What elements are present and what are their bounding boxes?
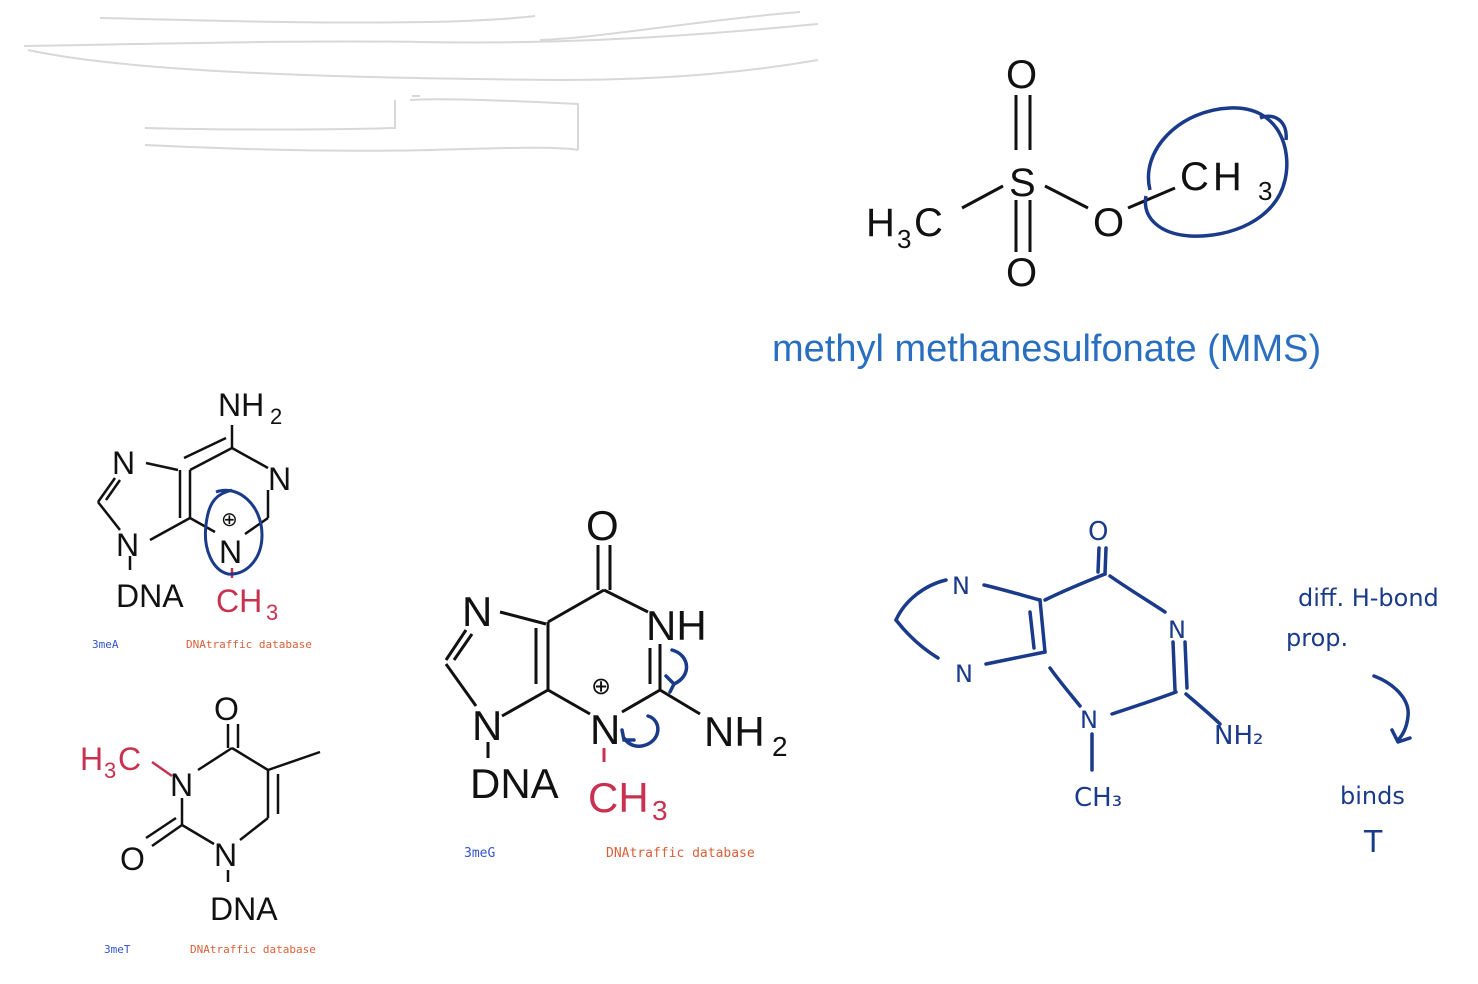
hw-n-bottom: N <box>955 660 973 688</box>
hw-note-line2: prop. <box>1286 624 1348 652</box>
thymine-structure: O N O N DNA H 3 C <box>80 691 321 927</box>
mms-o-bottom: O <box>1006 251 1037 295</box>
adenine-structure: NH 2 N N N N ⊕ DNA CH 3 <box>96 387 291 625</box>
guanine-source: DNAtraffic database <box>606 846 755 861</box>
hw-ch3: CH₃ <box>1074 783 1122 813</box>
thymine-h3c-c: C <box>118 741 141 777</box>
adenine-nh2-sub: 2 <box>270 404 282 429</box>
mms-h3c-h: H <box>866 201 895 245</box>
erased-strokes <box>23 11 819 152</box>
mms-structure: O S O O H 3 C CH 3 <box>866 53 1289 295</box>
mms-h3c-c: C <box>914 201 943 245</box>
hw-note-line1: diff. H-bond <box>1298 584 1439 612</box>
guanine-plus: ⊕ <box>591 673 611 700</box>
guanine-ch3-sub: 3 <box>652 795 668 826</box>
adenine-label: 3meA <box>92 638 119 651</box>
ch3-circle-annotation <box>1143 106 1289 238</box>
hw-nh2: NH₂ <box>1214 721 1263 751</box>
hw-note-line3: binds <box>1340 782 1405 810</box>
hw-n-right: N <box>1168 616 1186 644</box>
guanine-arrow-1 <box>664 648 689 694</box>
hw-o: O <box>1088 517 1108 547</box>
handwritten-labels: O N N N N NH₂ CH₃ diff. H-bond prop. bin… <box>952 517 1439 860</box>
adenine-plus: ⊕ <box>221 509 238 531</box>
thymine-o4: O <box>214 691 239 727</box>
hw-note-line4: T <box>1363 825 1383 860</box>
guanine-ch3: CH <box>588 774 649 821</box>
guanine-label: 3meG <box>464 846 496 861</box>
guanine-o6: O <box>586 502 619 549</box>
guanine-nh2-sub: 2 <box>772 731 788 762</box>
thymine-n1: N <box>214 837 237 873</box>
mms-s: S <box>1009 161 1036 205</box>
guanine-nh1: NH <box>646 602 707 649</box>
guanine-dna: DNA <box>470 760 559 807</box>
guanine-n3: N <box>590 706 620 753</box>
adenine-n7: N <box>112 445 135 481</box>
adenine-n3-circle-annotation <box>203 488 264 576</box>
adenine-n3: N <box>219 534 242 570</box>
mms-ch3: CH <box>1180 155 1246 199</box>
mms-o-top: O <box>1006 53 1037 97</box>
thymine-h3c-h: H <box>80 741 103 777</box>
adenine-source: DNAtraffic database <box>186 638 312 651</box>
adenine-dna: DNA <box>116 578 184 614</box>
guanine-nh2: NH <box>704 708 765 755</box>
thymine-label: 3meT <box>104 943 131 956</box>
mms-caption: methyl methanesulfonate (MMS) <box>772 328 1322 370</box>
mms-ch3-sub: 3 <box>1258 176 1272 206</box>
guanine-n9: N <box>472 702 502 749</box>
adenine-n1: N <box>268 461 291 497</box>
hw-n-center: N <box>1080 706 1098 734</box>
thymine-h3c-sub: 3 <box>104 758 116 783</box>
thymine-source: DNAtraffic database <box>190 943 316 956</box>
guanine-n7: N <box>462 588 492 635</box>
handwritten-structure <box>894 546 1412 772</box>
thymine-o2: O <box>120 841 145 877</box>
thymine-n3: N <box>170 767 193 803</box>
adenine-ch3-sub: 3 <box>266 600 278 625</box>
adenine-nh2: NH <box>218 387 264 423</box>
thymine-dna: DNA <box>210 891 278 927</box>
mms-o-ester: O <box>1093 201 1124 245</box>
guanine-structure: O N NH N N ⊕ NH 2 DNA CH 3 <box>444 502 788 826</box>
guanine-arrow-2 <box>620 714 660 748</box>
adenine-n9: N <box>116 527 139 563</box>
hw-n-top: N <box>952 572 970 600</box>
mms-h3c-sub: 3 <box>897 224 911 254</box>
adenine-ch3: CH <box>216 583 262 619</box>
